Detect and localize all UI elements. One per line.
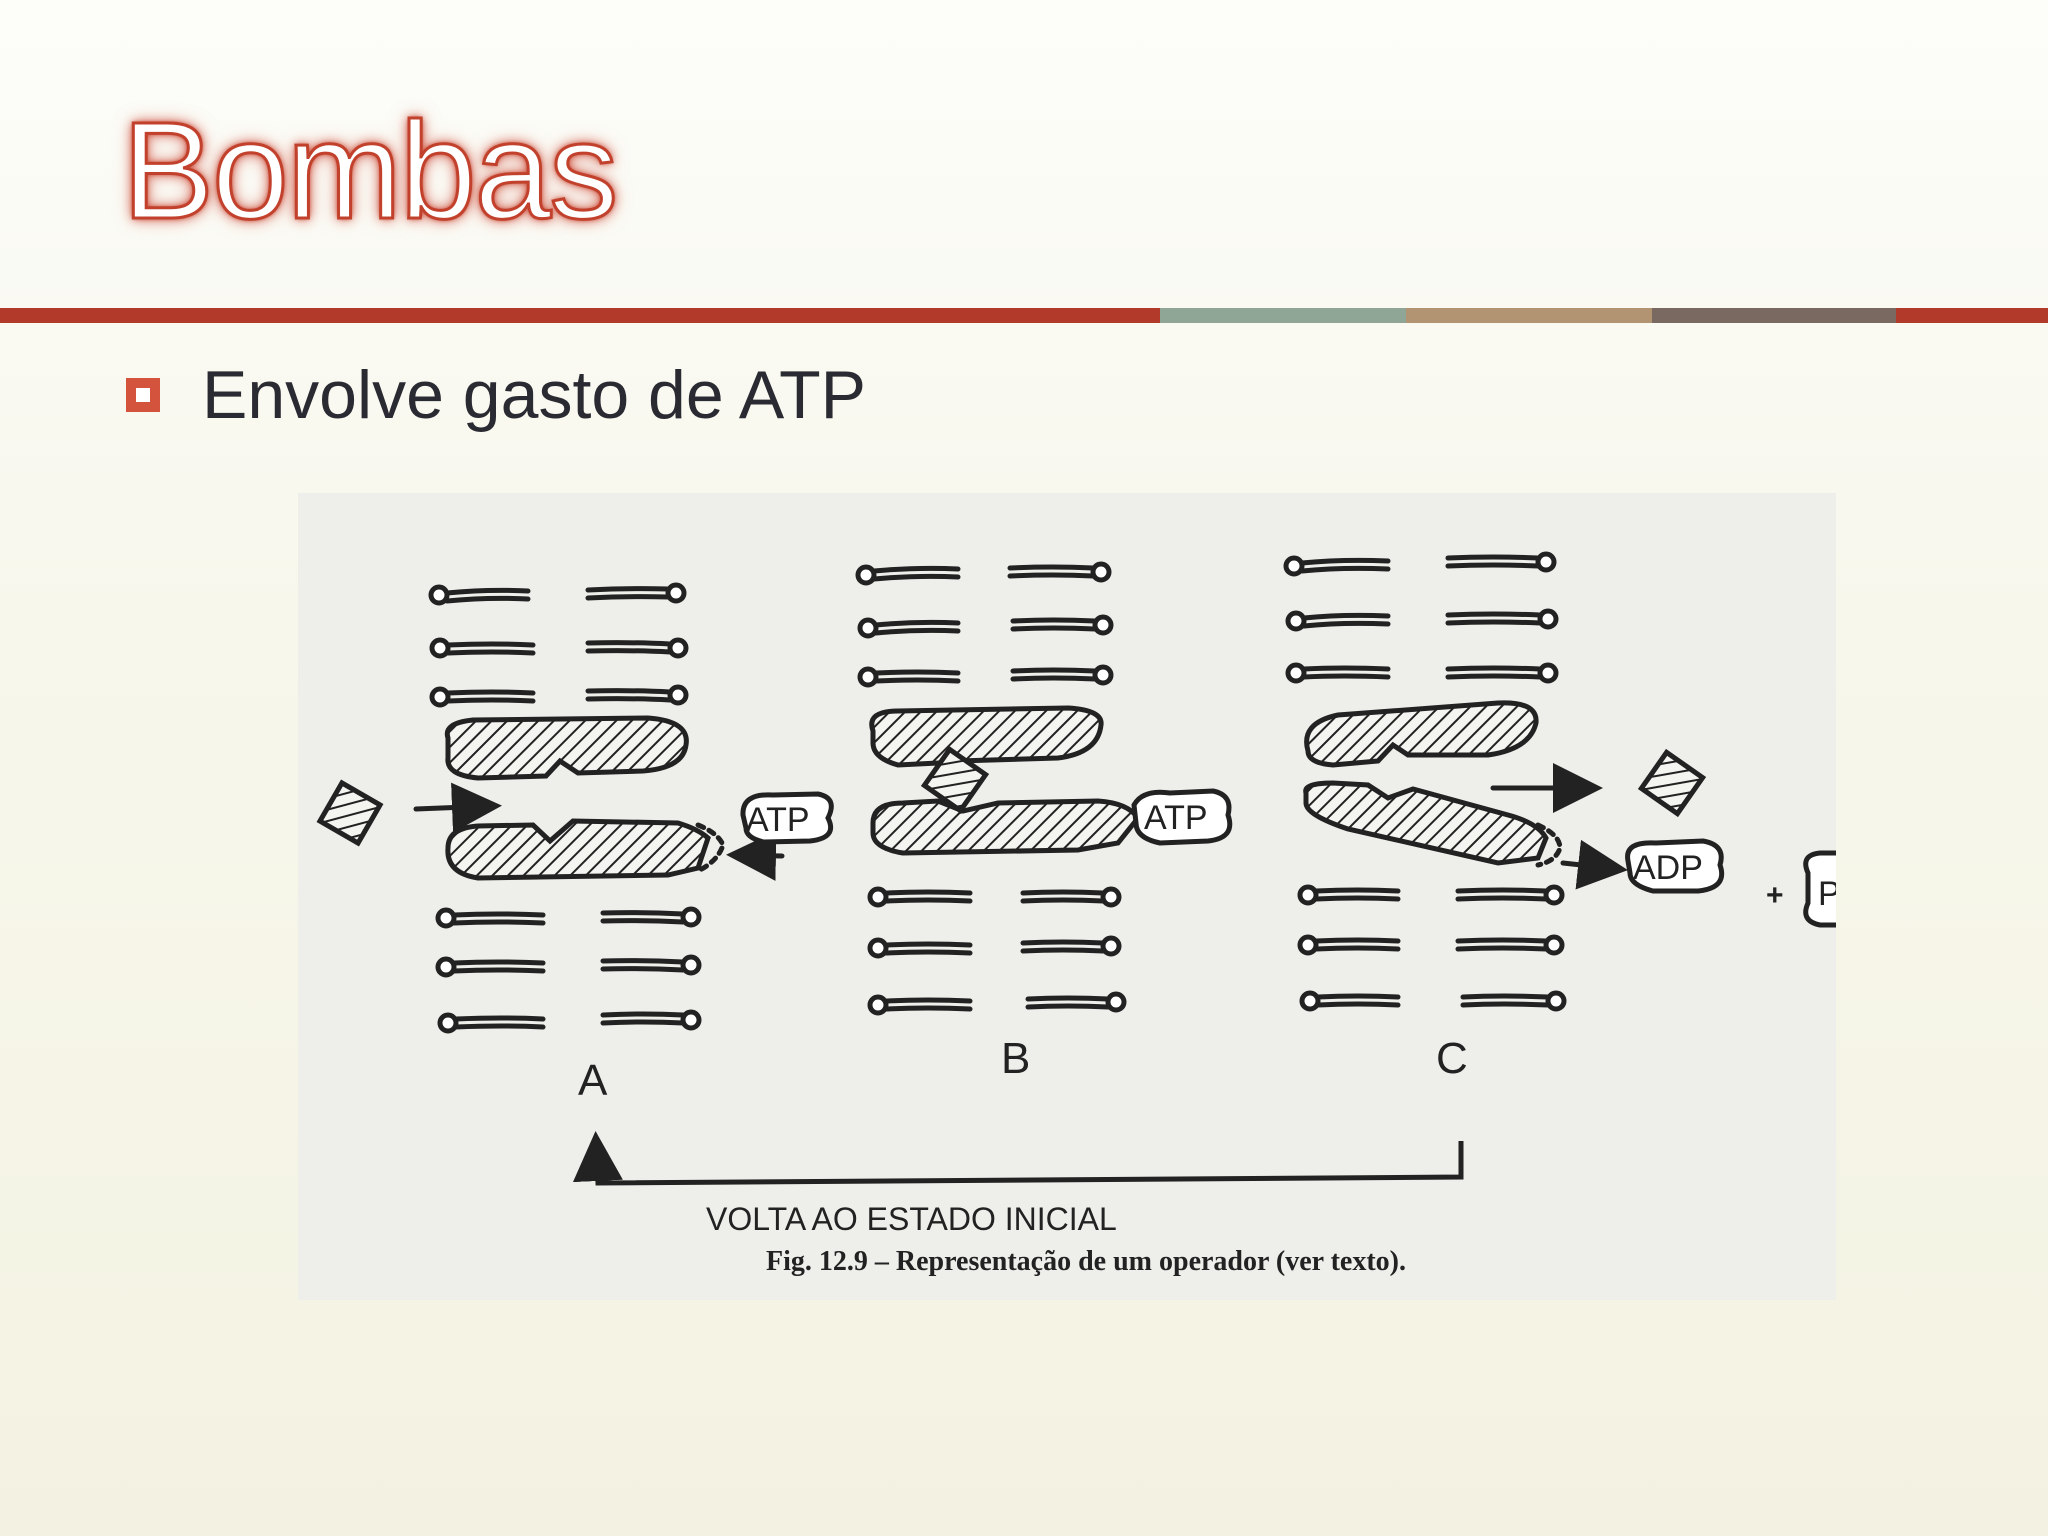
binding-site-c — [1535, 822, 1563, 868]
rule-segment-sage — [1160, 308, 1406, 323]
rule-segment-brown — [1652, 308, 1896, 323]
rule-segment-red-end — [1896, 308, 2048, 323]
adp-label-c: ADP — [1633, 849, 1703, 887]
adp-arrow-c — [1560, 839, 1628, 890]
panel-a — [316, 582, 834, 1034]
carrier-upper-a — [444, 715, 689, 781]
membrane-lipids-lower-c — [1297, 884, 1567, 1012]
operator-figure: ATP A ATP — [298, 493, 1836, 1300]
solute-block-b — [920, 745, 990, 815]
carrier-lower-c — [1303, 780, 1549, 866]
atp-badge-b — [1131, 788, 1233, 846]
panel-label-c: C — [1436, 1034, 1468, 1083]
atp-badge-a — [740, 791, 834, 845]
return-label: VOLTA AO ESTADO INICIAL — [706, 1201, 1117, 1237]
solute-arrow-a — [413, 782, 502, 833]
bullet-item: Envolve gasto de ATP — [126, 355, 866, 435]
membrane-lipids-lower-b — [867, 886, 1127, 1016]
membrane-lipids-lower-a — [435, 906, 702, 1034]
membrane-lipids-upper-a — [428, 582, 689, 708]
return-arrow — [572, 1131, 1464, 1186]
carrier-lower-a — [445, 818, 711, 881]
atp-label-b: ATP — [1144, 799, 1208, 837]
atp-label-a: ATP — [746, 801, 810, 839]
operator-diagram: ATP A ATP — [316, 551, 1836, 1277]
slide-title: Bombas — [120, 94, 619, 248]
bullet-text: Envolve gasto de ATP — [202, 357, 867, 433]
carrier-lower-b — [870, 798, 1142, 856]
adp-badge-c — [1625, 838, 1725, 894]
panel-label-b: B — [1001, 1034, 1030, 1083]
membrane-lipids-upper-c — [1283, 551, 1559, 684]
pi-label-c: P — [1818, 875, 1836, 913]
binding-site-a — [695, 822, 726, 874]
atp-arrow-a — [726, 830, 785, 881]
pi-badge-c — [1803, 850, 1836, 928]
bullet-square-icon — [126, 378, 160, 412]
solute-block-a — [316, 779, 384, 847]
carrier-upper-c — [1304, 700, 1539, 768]
panel-b — [855, 561, 1233, 1016]
membrane-lipids-upper-b — [855, 561, 1114, 688]
panel-label-a: A — [578, 1056, 608, 1105]
figure-caption: Fig. 12.9 – Representação de um operador… — [766, 1246, 1406, 1277]
rule-segment-red — [0, 308, 1160, 323]
solute-block-c — [1637, 748, 1707, 818]
panel-c — [1283, 551, 1836, 1012]
rule-segment-tan — [1406, 308, 1652, 323]
plus-sign: + — [1766, 879, 1784, 912]
carrier-upper-b — [869, 705, 1104, 768]
